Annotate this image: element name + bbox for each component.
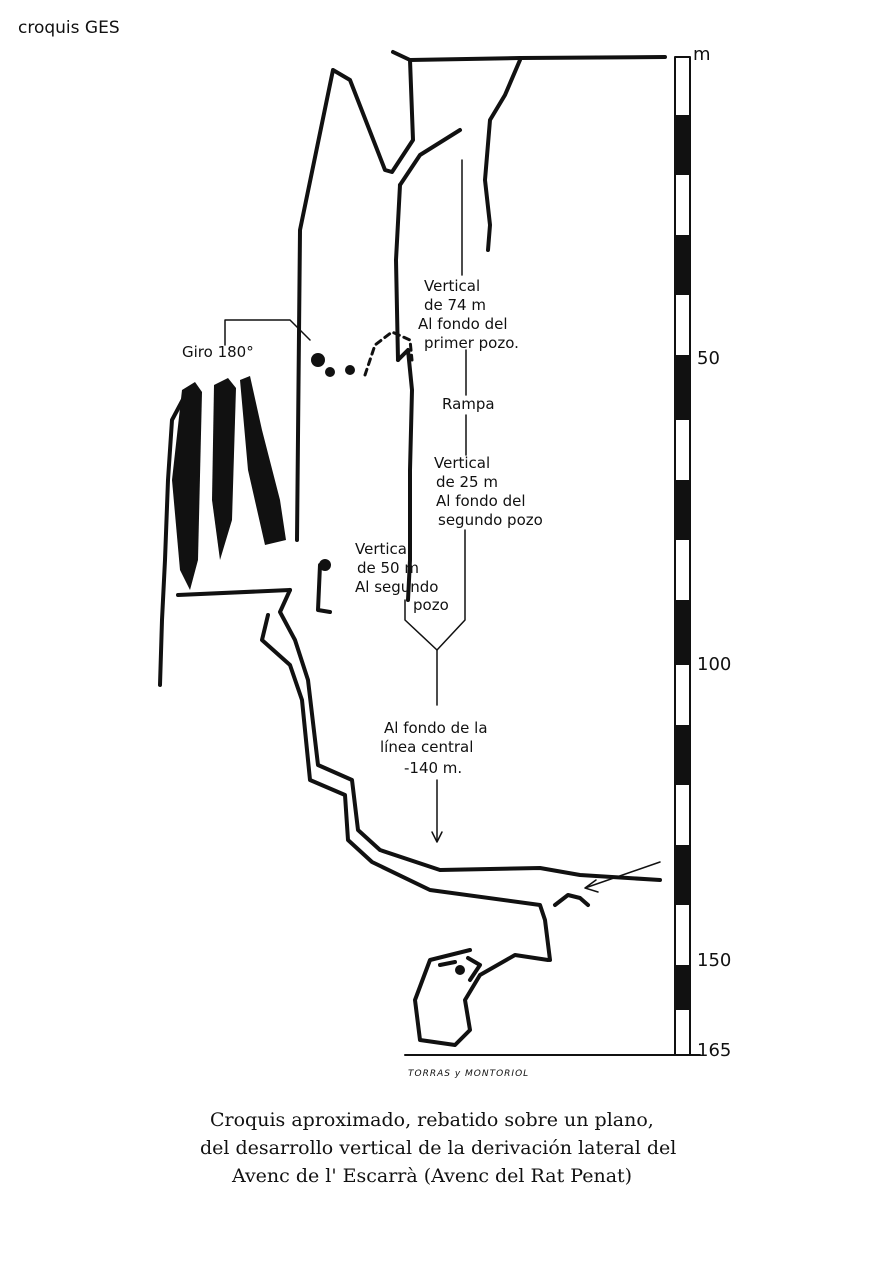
scale-tick-50: 50: [697, 348, 720, 369]
figure-caption: Croquis aproximado, rebatido sobre un pl…: [200, 1106, 800, 1190]
svg-text:primer pozo.: primer pozo.: [424, 334, 519, 352]
side-passage: [316, 563, 332, 614]
corridor-inner: [260, 613, 552, 962]
svg-text:de 74 m: de 74 m: [424, 296, 486, 314]
chamber-floor: [176, 588, 292, 597]
shaft-second: [396, 348, 414, 602]
svg-text:Vertical: Vertical: [434, 454, 490, 472]
svg-text:de 25 m: de 25 m: [436, 473, 498, 491]
corridor-left: [278, 588, 662, 882]
stalactites: [172, 353, 465, 975]
svg-text:pozo: pozo: [413, 596, 449, 614]
lower-detail: [438, 956, 482, 982]
cave-outline-left: [295, 50, 415, 542]
label-giro: Giro 180°: [182, 343, 254, 361]
scale-tick-150: 150: [697, 950, 731, 971]
label-fondo-central: Al fondo de la línea central -140 m.: [380, 719, 488, 777]
scale-tick-100: 100: [697, 654, 731, 675]
passage-branch: [553, 893, 590, 907]
cave-outline-right: [483, 58, 522, 252]
incoming-arrow: [584, 861, 661, 893]
author-signature: TORRAS y MONTORIOL: [408, 1069, 529, 1079]
shaft-inner: [398, 128, 462, 187]
scale-unit: m: [693, 44, 711, 65]
svg-text:-140 m.: -140 m.: [404, 759, 462, 777]
svg-text:línea central: línea central: [380, 738, 473, 756]
caption-line-2: del desarrollo vertical de la derivación…: [200, 1137, 677, 1159]
svg-text:Al fondo del: Al fondo del: [418, 315, 508, 333]
giro-connector: [224, 319, 311, 346]
page-header: croquis GES: [18, 18, 120, 38]
caption-line-1: Croquis aproximado, rebatido sobre un pl…: [210, 1109, 654, 1131]
caption-line-3: Avenc de l' Escarrà (Avenc del Rat Penat…: [232, 1165, 633, 1187]
lower-chamber: [413, 948, 550, 1047]
label-rampa: Rampa: [442, 395, 495, 413]
svg-text:Al fondo del: Al fondo del: [436, 492, 526, 510]
label-vertical-50: Vertical de 50 m Al segundo pozo: [355, 540, 449, 614]
dashed-route: [363, 330, 414, 377]
svg-text:de 50 m: de 50 m: [357, 559, 419, 577]
svg-text:segundo pozo: segundo pozo: [438, 511, 543, 529]
scale-bar-outline: [674, 56, 691, 1056]
label-vertical-74: Vertical de 74 m Al fondo del primer poz…: [418, 277, 519, 352]
svg-text:Al fondo de la: Al fondo de la: [384, 719, 488, 737]
svg-text:Al segundo: Al segundo: [355, 578, 438, 596]
shaft-left-wall: [394, 183, 402, 362]
central-arrow: [431, 831, 443, 843]
cave-sketch: m 50 100 150 165 Giro 180° Vertical de 7…: [158, 44, 731, 1079]
scale-segments: [676, 115, 689, 1010]
chamber-outline: [158, 388, 190, 687]
svg-text:Vertical: Vertical: [424, 277, 480, 295]
svg-text:Vertical: Vertical: [355, 540, 411, 558]
scale-tick-165: 165: [697, 1040, 731, 1061]
label-vertical-25: Vertical de 25 m Al fondo del segundo po…: [434, 454, 543, 529]
cave-entrance: [408, 55, 667, 62]
